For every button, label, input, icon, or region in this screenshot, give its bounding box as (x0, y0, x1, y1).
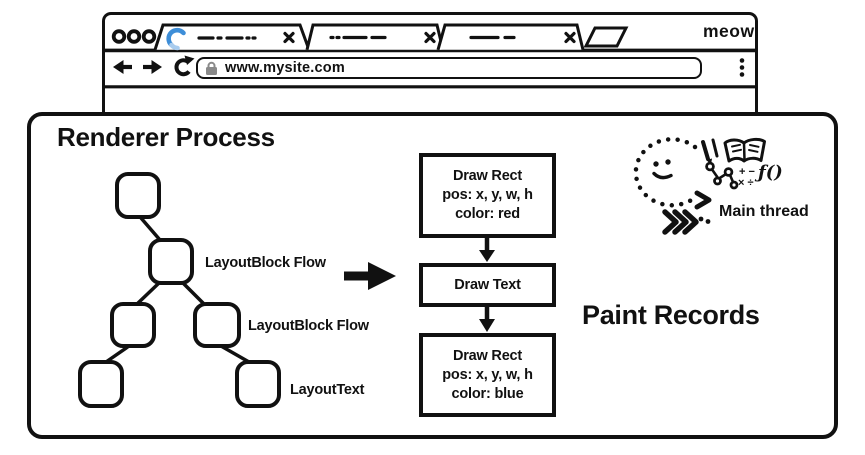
paint-records-heading: Paint Records (582, 300, 760, 330)
paint-record-box: Draw Rect pos: x, y, w, h color: blue (419, 333, 556, 417)
spinner-icon-light (169, 42, 180, 51)
new-tab-icon (583, 26, 629, 48)
layout-tree-node-root (115, 172, 161, 219)
paint-record-box: Draw Text (419, 263, 556, 307)
diagram-line-art: + − × ÷ ƒ() (104, 137, 783, 364)
smiley-face-icon (652, 159, 673, 180)
back-arrow-icon (113, 60, 132, 74)
layout-tree-node (235, 360, 281, 408)
function-icon: ƒ() (754, 162, 783, 183)
main-thread-doodle: + − × ÷ ƒ() (633, 137, 783, 235)
layout-tree-node (193, 302, 241, 348)
browser-chrome-art (105, 23, 755, 89)
brand-label: meow (703, 21, 755, 41)
book-icon (723, 137, 766, 163)
tab-close-icon (564, 31, 576, 44)
dotted-trail (698, 216, 711, 224)
paint-record-line: Draw Rect (452, 168, 523, 184)
tab-1 (153, 23, 311, 51)
forward-arrow-icon (143, 60, 162, 74)
layout-tree-node (110, 302, 156, 348)
layout-tree-node (148, 238, 194, 285)
svg-text:+ −: + − (739, 166, 755, 178)
tab-2 (305, 23, 445, 51)
layout-node-label: LayoutBlock Flow (248, 318, 369, 334)
address-bar: www.mysite.com (196, 57, 702, 79)
layout-node-label: LayoutText (290, 382, 365, 398)
url-text: www.mysite.com (225, 60, 345, 76)
chevron-arrow-icon (694, 190, 712, 210)
browser-window-illustration: meow www.mysite.com (102, 12, 758, 116)
reload-icon (174, 55, 195, 77)
down-arrow-icon (479, 238, 495, 262)
thought-bubble-icon (633, 137, 698, 208)
paint-record-line: color: blue (451, 385, 524, 402)
big-right-arrow-icon (344, 262, 396, 290)
layout-tree-node (78, 360, 124, 408)
tab-close-icon (283, 31, 295, 44)
math-symbols-icon: + − × ÷ (738, 166, 755, 189)
window-control-dots-icon (111, 29, 157, 44)
lock-icon (206, 61, 217, 75)
paint-record-line: color: red (455, 206, 520, 222)
menu-dots-icon (739, 58, 745, 77)
spinner-icon (166, 27, 186, 48)
paint-record-line: Draw Text (454, 276, 521, 293)
paint-record-line: pos: x, y, w, h (442, 187, 533, 203)
renderer-process-panel: + − × ÷ ƒ() Renderer Process (27, 112, 838, 439)
paint-record-line: Draw Rect (452, 347, 523, 364)
chevron-arrows-icon (662, 209, 699, 235)
down-arrow-icon (479, 307, 495, 332)
svg-text:× ÷: × ÷ (738, 177, 754, 189)
tab-3 (436, 23, 585, 51)
layout-node-label: LayoutBlock Flow (205, 255, 326, 271)
main-thread-label: Main thread (719, 203, 809, 220)
paint-record-box: Draw Rect pos: x, y, w, h color: red (419, 153, 556, 238)
tree-connectors (104, 216, 251, 364)
renderer-process-title: Renderer Process (57, 122, 275, 152)
tab-close-icon (424, 31, 436, 44)
pencil-icon (701, 138, 719, 165)
paint-record-line: pos: x, y, w, h (442, 366, 533, 383)
tree-doodle-icon (705, 161, 739, 190)
